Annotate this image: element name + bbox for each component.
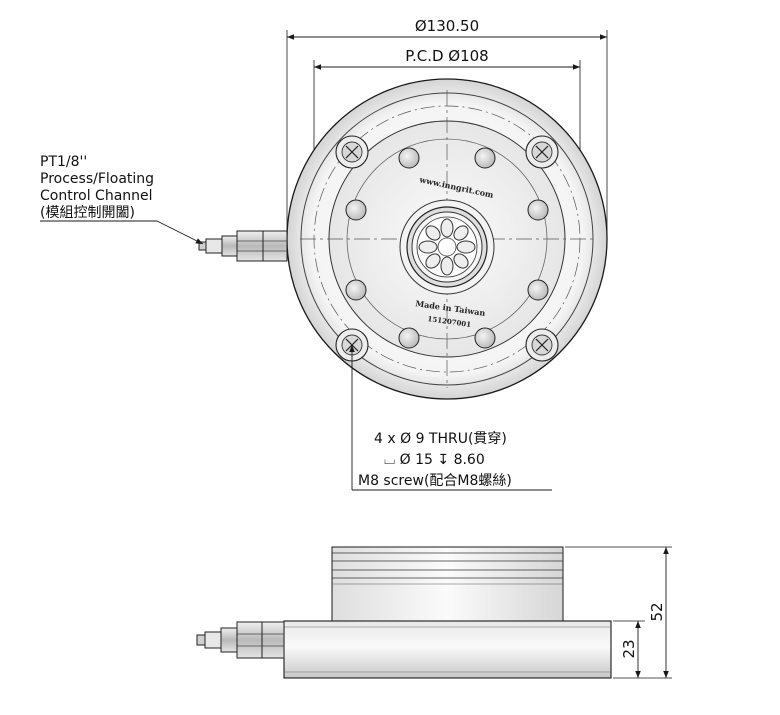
inner-hole — [527, 199, 549, 221]
port-fitting-side — [196, 621, 285, 659]
dimension-pcd: P.C.D Ø108 — [313, 47, 581, 150]
inner-hole — [474, 327, 496, 349]
inner-hole — [398, 327, 420, 349]
mounting-hole — [335, 135, 369, 169]
inner-hole-ring — [345, 147, 549, 349]
center-bore — [399, 199, 495, 295]
port-fitting-top — [198, 230, 288, 262]
dimension-height-total: 52 — [565, 546, 672, 679]
inner-hole — [345, 279, 367, 301]
inner-hole — [527, 279, 549, 301]
holes-callout-line-3: M8 screw(配合M8螺絲) — [358, 473, 512, 489]
port-callout-line-4: (模組控制開闔) — [40, 205, 135, 221]
pcd-label: P.C.D Ø108 — [405, 47, 488, 65]
inner-hole — [345, 199, 367, 221]
top-view: www.inngrit.com Made in Taiwan 151207001 — [198, 78, 608, 400]
holes-callout-line-2: ⌴ Ø 15 ↧ 8.60 — [384, 452, 485, 468]
side-view — [196, 546, 612, 679]
port-callout-line-2: Process/Floating — [40, 171, 154, 187]
height-base-label: 23 — [620, 639, 638, 658]
port-callout-line-3: Control Channel — [40, 188, 153, 204]
mounting-hole — [525, 328, 559, 362]
holes-callout: 4 x Ø 9 THRU(貫穿) ⌴ Ø 15 ↧ 8.60 M8 screw(… — [349, 345, 552, 491]
base-flange — [283, 620, 612, 679]
port-callout: PT1/8'' Process/Floating Control Channel… — [40, 154, 204, 245]
port-callout-line-1: PT1/8'' — [40, 154, 87, 170]
outer-diameter-label: Ø130.50 — [415, 17, 479, 35]
holes-callout-line-1: 4 x Ø 9 THRU(貫穿) — [374, 431, 507, 447]
inner-hole — [398, 147, 420, 169]
mounting-holes — [335, 135, 559, 362]
dimension-outer-diameter: Ø130.50 — [286, 17, 608, 234]
height-total-label: 52 — [648, 602, 666, 621]
inner-hole — [474, 147, 496, 169]
mounting-hole — [525, 135, 559, 169]
dimension-height-base: 23 — [613, 620, 645, 678]
